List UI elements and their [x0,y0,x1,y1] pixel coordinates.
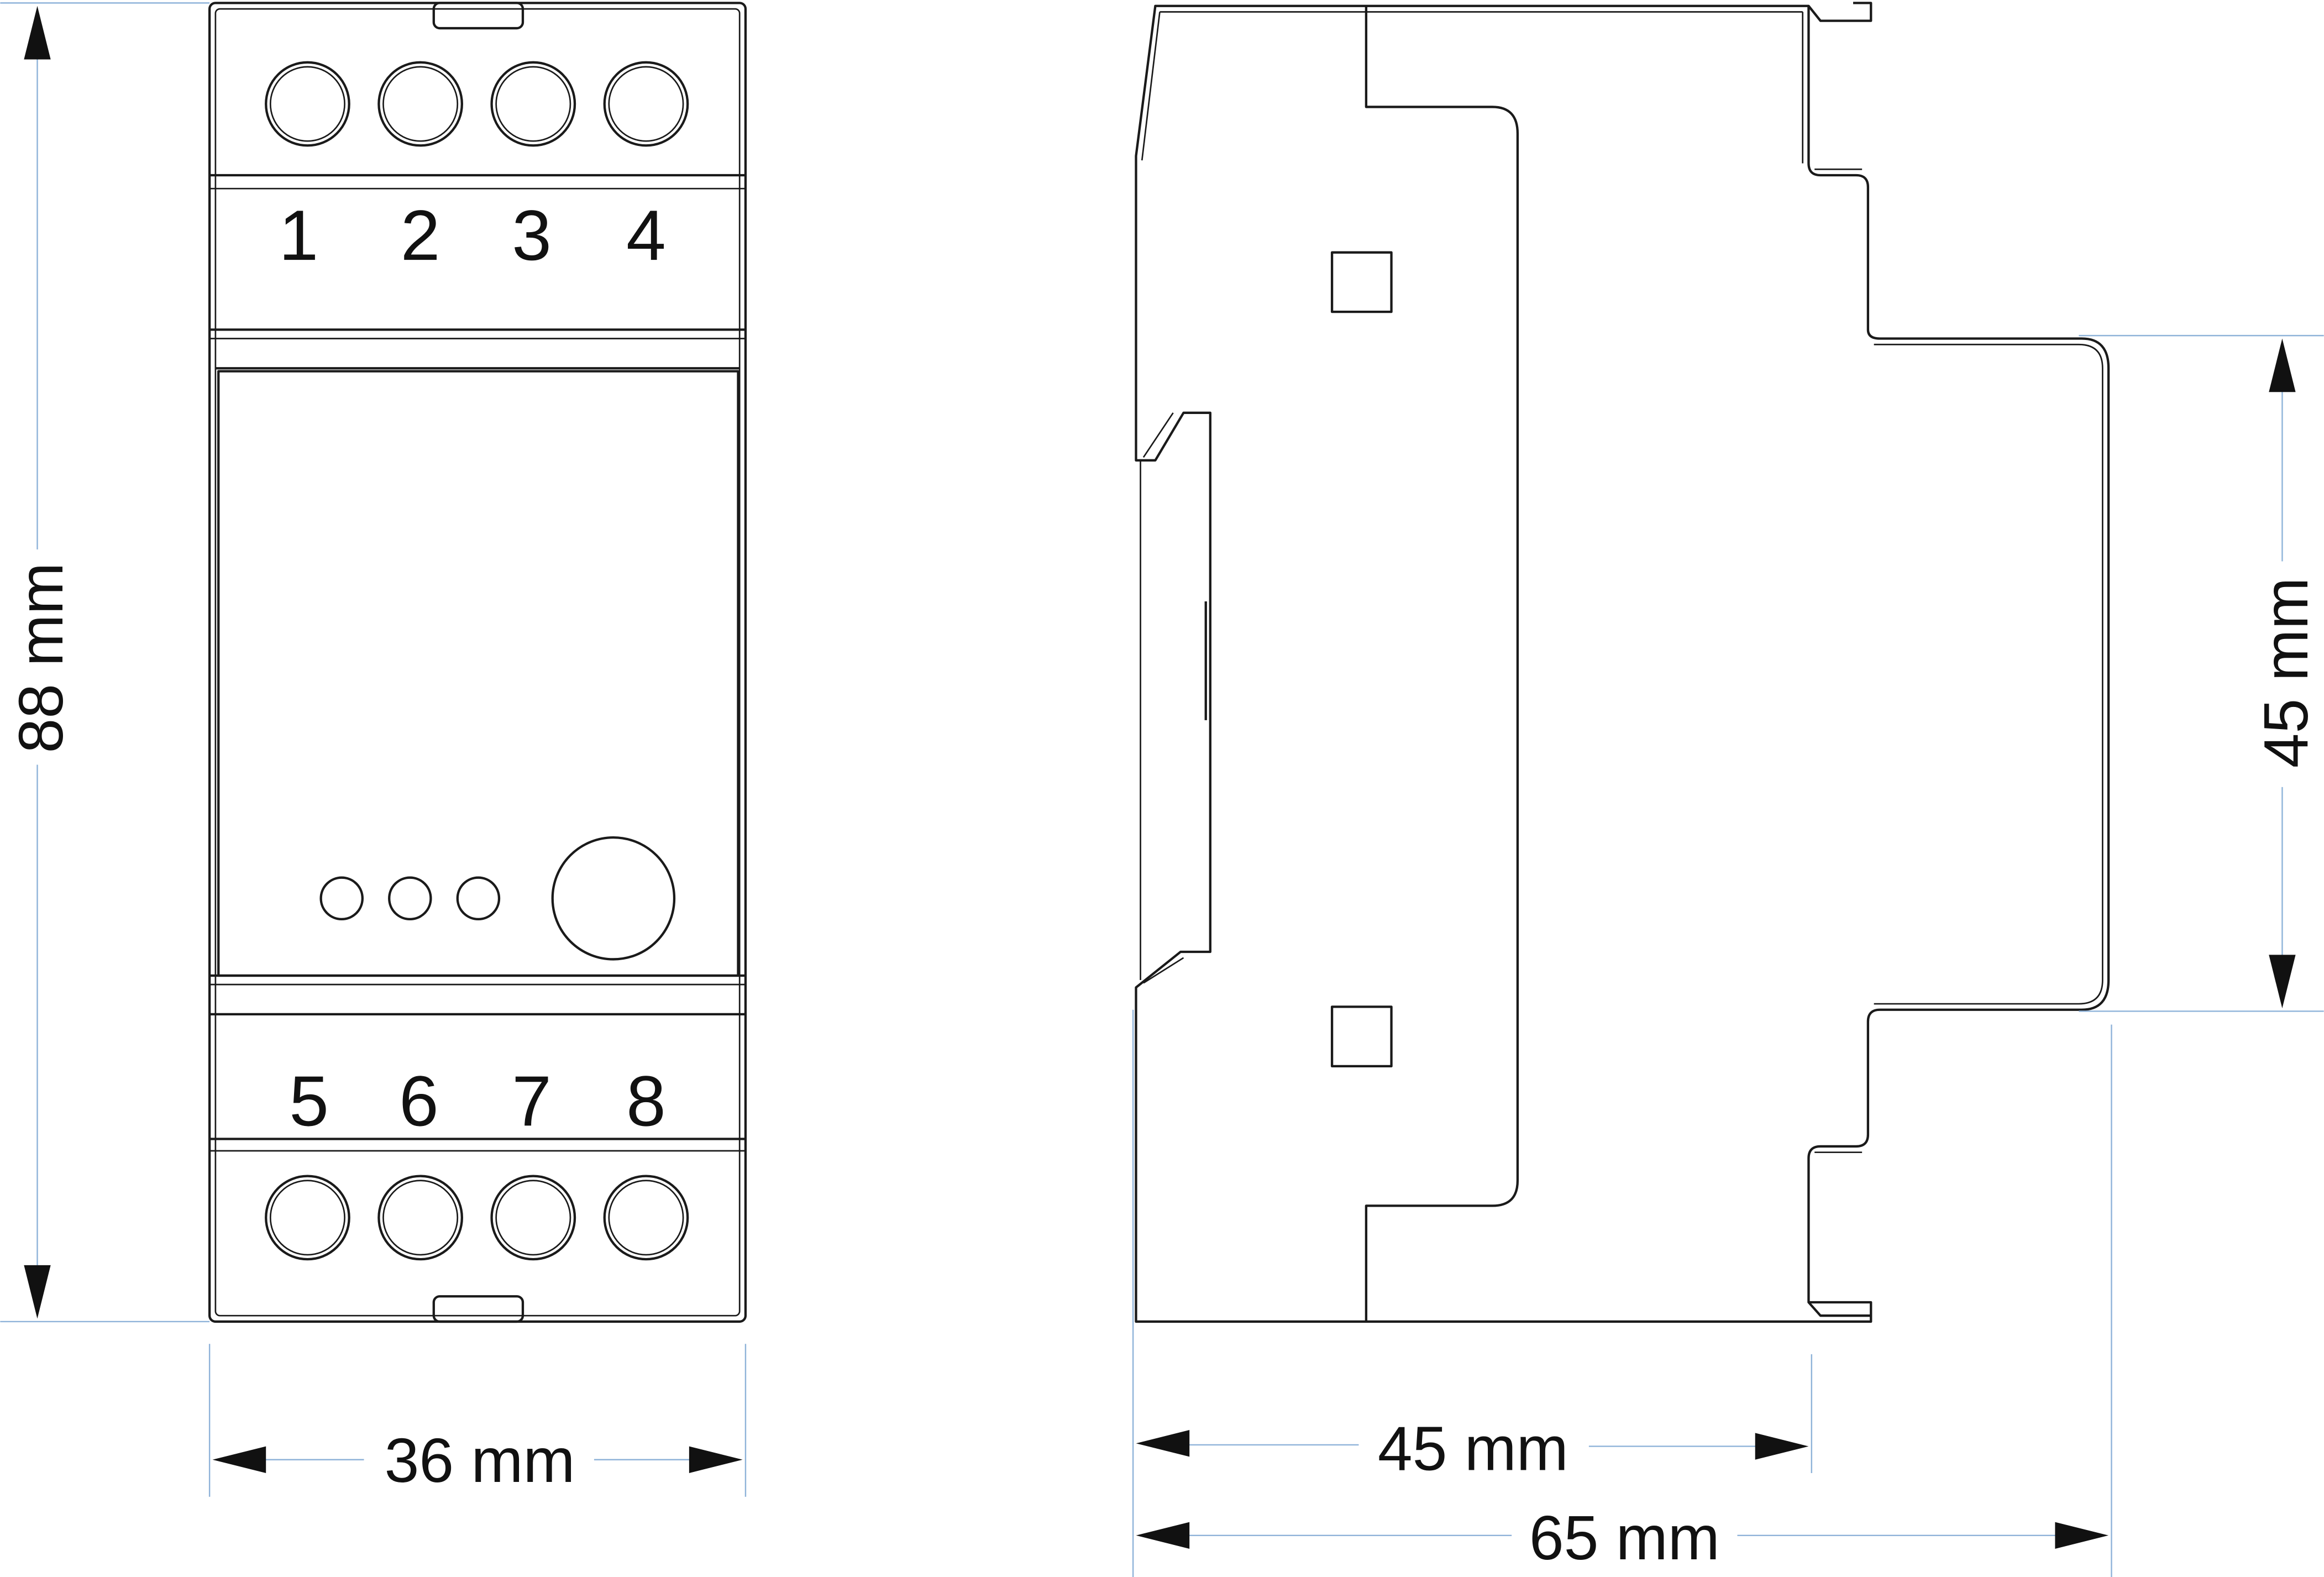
led-indicator-1 [319,876,364,921]
terminal-label-5: 5 [289,1061,329,1141]
front-view: 1 2 3 4 5 6 7 8 88 mm [0,2,747,1497]
terminal-screw-6 [377,1175,463,1261]
terminal-screw-4 [603,61,689,147]
control-knob [551,836,676,961]
terminal-screw-2 [377,61,463,147]
arrow-left-icon [212,1446,266,1473]
led-indicator-3 [456,876,501,921]
rail-tab-top [1807,2,1872,22]
terminal-label-3: 3 [512,196,552,275]
side-window-bottom [1330,1005,1393,1068]
terminal-screw-5-inner [269,1180,345,1256]
terminal-screw-8-inner [608,1180,684,1256]
arrow-down-icon [2269,955,2296,1009]
terminal-screw-2-inner [382,66,459,142]
arrow-right-icon [1755,1433,1809,1460]
led-indicator-2 [388,876,432,921]
bottom-terminal-screws [265,1175,689,1261]
rail-height-label: 45 mm [2251,578,2321,768]
side-inner-recess [1365,6,1519,1322]
depth-front-label: 45 mm [1378,1414,1568,1484]
terminal-screw-5 [265,1175,350,1261]
arrow-left-icon [1136,1522,1190,1549]
terminal-screw-7 [490,1175,576,1261]
arrow-right-icon [689,1446,743,1473]
top-clip [432,2,524,30]
terminal-screw-8 [603,1175,689,1261]
terminal-label-4: 4 [626,196,666,275]
rail-height-dimension: 45 mm [2079,334,2324,1012]
terminal-screw-3-inner [495,66,571,142]
width-label: 36 mm [385,1426,575,1495]
terminal-label-7: 7 [512,1061,552,1141]
height-dimension: 88 mm [0,2,210,1323]
bottom-clip [432,1295,524,1323]
side-window-top [1330,251,1393,313]
terminal-screw-7-inner [495,1180,571,1256]
terminal-screw-4-inner [608,66,684,142]
depth-dimensions: 45 mm 65 mm [1132,1009,2112,1577]
side-housing-outline [1135,4,2110,1323]
terminal-label-2: 2 [401,196,440,275]
terminal-screw-1-inner [269,66,345,142]
front-panel [217,370,739,977]
terminal-screw-1 [265,61,350,147]
terminal-screw-6-inner [382,1180,459,1256]
side-housing-inner [1140,11,2103,1154]
top-terminal-screws [265,61,689,147]
terminal-label-8: 8 [626,1061,666,1141]
arrow-up-icon [24,6,51,60]
side-view: 45 mm 45 mm 65 mm [1132,2,2324,1577]
rail-tab-bottom [1807,1301,1871,1317]
height-label: 88 mm [6,563,76,753]
arrow-left-icon [1136,1430,1190,1457]
arrow-up-icon [2269,338,2296,392]
depth-total-label: 65 mm [1529,1503,1720,1573]
width-dimension: 36 mm [208,1344,747,1497]
terminal-label-1: 1 [279,196,318,275]
front-housing-inner [214,8,741,1317]
arrow-down-icon [24,1265,51,1319]
arrow-right-icon [2055,1522,2109,1549]
terminal-screw-3 [490,61,576,147]
terminal-label-6: 6 [399,1061,439,1141]
